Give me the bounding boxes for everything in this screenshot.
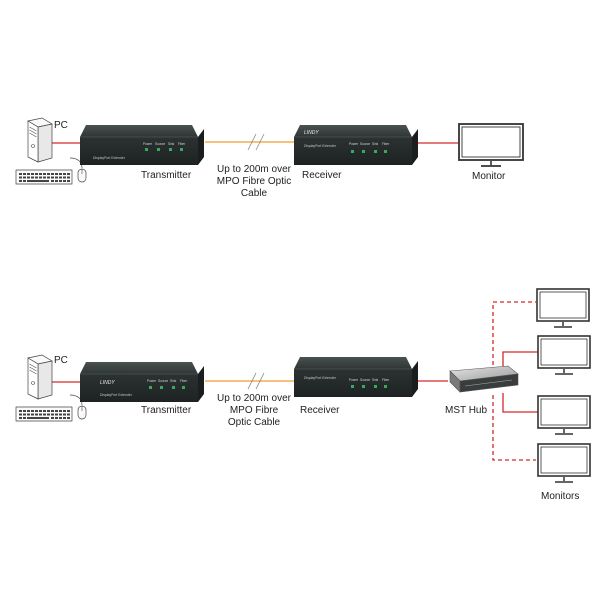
bottom-pc-label: PC xyxy=(54,355,68,366)
top-receiver-led-label-1: Power xyxy=(349,142,359,146)
top-receiver-led-4 xyxy=(384,150,387,153)
top-transmitter-led-label-1: Power xyxy=(143,142,153,146)
mst-hub-label: MST Hub xyxy=(445,405,488,416)
bottom-cable-label-line-1: Up to 200m over xyxy=(217,393,291,404)
top-pc-label: PC xyxy=(54,120,68,131)
top-pc xyxy=(15,117,87,185)
bottom-cable-label: Up to 200m over MPO Fibre Optic Cable xyxy=(199,393,309,429)
top-cable-label-line-1: Up to 200m over xyxy=(217,164,291,175)
hub-to-monitor-3-cable xyxy=(502,393,538,413)
bottom-transmitter-led-2 xyxy=(160,386,163,389)
bottom-receiver: DisplayPort Extender Power Source Sink F… xyxy=(293,356,419,398)
bottom-cable-label-line-3: Optic Cable xyxy=(227,417,281,428)
top-receiver-model: DisplayPort Extender xyxy=(304,144,337,148)
bottom-receiver-led-4 xyxy=(384,385,387,388)
top-cable-label-line-3: Cable xyxy=(240,188,268,199)
bottom-transmitter-led-4 xyxy=(182,386,185,389)
bottom-receiver-led-1 xyxy=(351,385,354,388)
bottom-transmitter-logo: LINDY xyxy=(100,380,115,386)
hub-to-monitor-1-cable xyxy=(492,301,536,372)
top-cable-label-line-2: MPO Fibre Optic xyxy=(216,176,292,187)
top-transmitter-led-1 xyxy=(145,148,148,151)
top-receiver-logo: LINDY xyxy=(304,130,319,136)
bottom-receiver-led-label-3: Sink xyxy=(372,378,379,382)
monitor-1 xyxy=(536,288,590,328)
bottom-transmitter-led-label-3: Sink xyxy=(170,379,177,383)
bottom-transmitter-led-label-4: Fiber xyxy=(180,379,188,383)
hub-to-monitor-4-cable xyxy=(492,395,536,461)
top-transmitter-led-label-3: Sink xyxy=(168,142,175,146)
bottom-transmitter-led-3 xyxy=(172,386,175,389)
bottom-row: LINDY DisplayPort Extender Power Source … xyxy=(15,288,591,483)
bottom-transmitter-label: Transmitter xyxy=(141,405,192,416)
bottom-receiver-label: Receiver xyxy=(300,405,340,416)
bottom-transmitter: LINDY DisplayPort Extender Power Source … xyxy=(79,361,205,403)
top-transmitter-label: Transmitter xyxy=(141,170,192,181)
bottom-transmitter-led-1 xyxy=(149,386,152,389)
top-row: DisplayPort Extender Power Source Sink F… xyxy=(15,117,524,185)
top-transmitter-led-2 xyxy=(157,148,160,151)
monitors-label: Monitors xyxy=(541,491,580,502)
bottom-transmitter-model: DisplayPort Extender xyxy=(100,393,133,397)
hub-to-monitor-2-cable xyxy=(502,351,538,372)
top-transmitter-led-4 xyxy=(180,148,183,151)
top-monitor-label: Monitor xyxy=(472,171,506,182)
bottom-cable-label-line-2: MPO Fibre xyxy=(229,405,279,416)
bottom-transmitter-led-label-1: Power xyxy=(147,379,157,383)
top-receiver-led-1 xyxy=(351,150,354,153)
top-receiver-label: Receiver xyxy=(302,170,342,181)
bottom-receiver-led-label-2: Source xyxy=(360,378,370,382)
bottom-receiver-led-label-1: Power xyxy=(349,378,359,382)
top-cable-label: Up to 200m over MPO Fibre Optic Cable xyxy=(199,164,309,200)
top-transmitter-led-label-2: Source xyxy=(155,142,165,146)
top-transmitter-led-label-4: Fiber xyxy=(178,142,186,146)
top-transmitter: DisplayPort Extender Power Source Sink F… xyxy=(79,124,205,166)
bottom-transmitter-led-label-2: Source xyxy=(158,379,168,383)
monitor-3 xyxy=(537,395,591,435)
top-receiver-led-label-2: Source xyxy=(360,142,370,146)
bottom-receiver-led-3 xyxy=(374,385,377,388)
top-transmitter-led-3 xyxy=(169,148,172,151)
bottom-receiver-led-label-4: Fiber xyxy=(382,378,390,382)
top-receiver-led-label-3: Sink xyxy=(372,142,379,146)
top-receiver-led-2 xyxy=(362,150,365,153)
mst-hub xyxy=(449,365,519,393)
top-receiver-led-3 xyxy=(374,150,377,153)
monitor-2 xyxy=(537,335,591,375)
top-receiver-led-label-4: Fiber xyxy=(382,142,390,146)
top-monitor xyxy=(458,123,524,167)
bottom-receiver-model: DisplayPort Extender xyxy=(304,376,337,380)
top-receiver: LINDY DisplayPort Extender Power Source … xyxy=(293,124,419,166)
bottom-receiver-led-2 xyxy=(362,385,365,388)
top-transmitter-model: DisplayPort Extender xyxy=(93,156,126,160)
monitor-4 xyxy=(537,443,591,483)
bottom-pc xyxy=(15,354,87,422)
